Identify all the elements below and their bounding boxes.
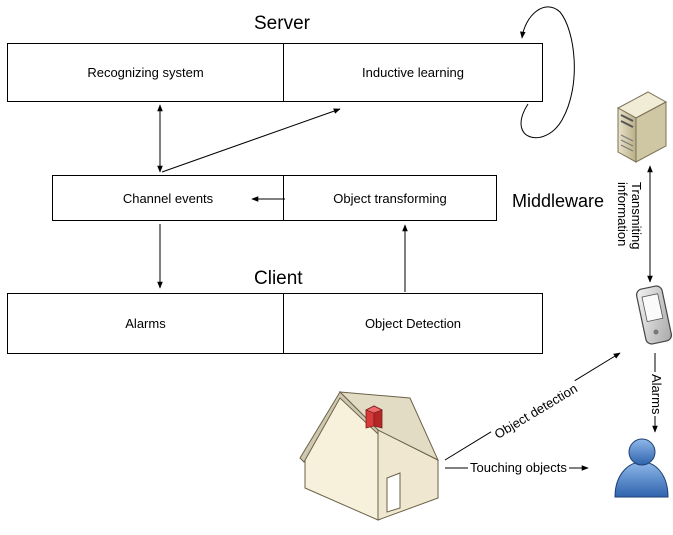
alarms-edge-label: Alarms (649, 372, 664, 417)
object-transforming-label: Object transforming (333, 190, 447, 206)
arrow-inductive-self-loop (520, 6, 575, 139)
server-computer-icon (616, 91, 668, 163)
middleware-title: Middleware (512, 191, 605, 211)
server-box: Recognizing system Inductive learning (7, 43, 543, 102)
touching-objects-edge-label: Touching objects (468, 460, 569, 475)
pda-device-icon (635, 285, 673, 345)
middleware-box: Channel events Object transforming (52, 175, 497, 221)
recognizing-system-label: Recognizing system (87, 65, 204, 80)
server-title: Server (254, 13, 310, 34)
house-icon (299, 391, 440, 521)
middleware-divider (283, 176, 284, 220)
transmitting-information-label: Transmiting information (615, 182, 644, 250)
channel-events-label: Channel events (122, 190, 214, 206)
alarms-label: Alarms (125, 316, 166, 331)
user-icon (614, 438, 669, 498)
client-title: Client (254, 268, 303, 289)
client-divider (283, 294, 284, 353)
inductive-learning-cell: Inductive learning (284, 44, 542, 101)
alarms-cell: Alarms (8, 294, 283, 353)
channel-events-cell: Channel events (53, 176, 283, 220)
object-detection-label: Object Detection (364, 316, 462, 331)
recognizing-system-cell: Recognizing system (8, 44, 283, 101)
object-detection-cell: Object Detection (284, 294, 542, 353)
arrow-channel-to-inductive (161, 108, 341, 173)
inductive-learning-label: Inductive learning (362, 65, 464, 80)
client-box: Alarms Object Detection (7, 293, 543, 354)
server-divider (283, 44, 284, 101)
object-transforming-cell: Object transforming (284, 176, 496, 220)
